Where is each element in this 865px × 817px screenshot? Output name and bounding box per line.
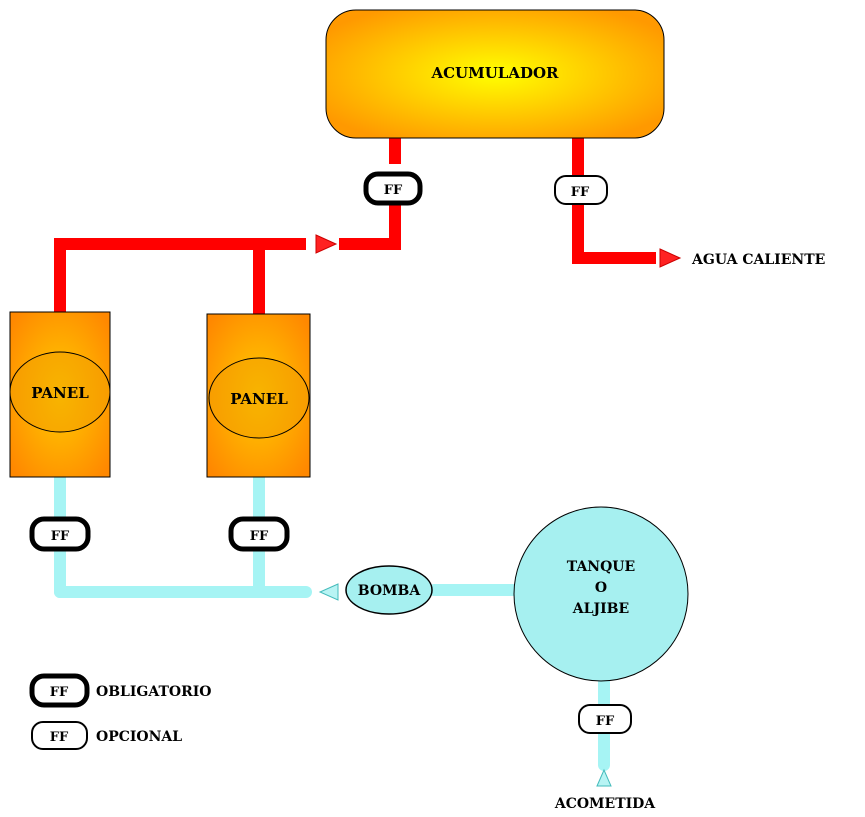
valve-mandatory-panel-1: FF <box>29 516 91 552</box>
tank-label-line2: O <box>595 580 607 596</box>
water-tank: TANQUE O ALJIBE <box>513 506 689 682</box>
legend-optional-label: OPCIONAL <box>96 729 182 745</box>
legend-mandatory-symbol: FF <box>50 685 69 700</box>
valve-label: FF <box>571 185 590 200</box>
valve-mandatory-accumulator-inlet: FF <box>363 171 423 206</box>
valve-label: FF <box>384 183 403 198</box>
valve-label: FF <box>596 714 615 729</box>
flow-arrow-right-icon <box>315 234 338 254</box>
legend-optional-symbol: FF <box>50 730 69 745</box>
panel-2-label: PANEL <box>230 390 288 408</box>
tank-label-line1: TANQUE <box>567 559 635 575</box>
valve-mandatory-panel-2: FF <box>228 516 290 552</box>
valve-label: FF <box>250 529 269 544</box>
legend: FF OBLIGATORIO FF OPCIONAL <box>29 673 211 750</box>
pump: BOMBA <box>345 565 433 615</box>
solar-panel-2: PANEL <box>206 313 311 478</box>
hot-pipes <box>54 134 656 320</box>
water-supply-label: ACOMETIDA <box>554 796 656 812</box>
valve-label: FF <box>51 529 70 544</box>
tank-label-line3: ALJIBE <box>572 601 629 617</box>
accumulator: ACUMULADOR <box>325 9 665 139</box>
legend-optional: FF OPCIONAL <box>31 721 182 750</box>
valve-optional-supply-in: FF <box>578 704 632 734</box>
pump-label: BOMBA <box>358 583 422 599</box>
supply-in-arrow-icon <box>596 768 612 787</box>
hot-water-out-label: AGUA CALIENTE <box>691 252 825 268</box>
flow-arrow-left-icon <box>318 583 339 601</box>
legend-mandatory: FF OBLIGATORIO <box>29 673 211 708</box>
solar-panel-1: PANEL <box>9 311 111 478</box>
legend-mandatory-label: OBLIGATORIO <box>96 684 211 700</box>
valve-optional-hot-water-out: FF <box>554 175 608 205</box>
accumulator-label: ACUMULADOR <box>430 64 559 82</box>
hot-water-out-arrow-icon <box>659 248 682 268</box>
cold-pipes <box>54 472 610 771</box>
panel-1-label: PANEL <box>31 384 89 402</box>
